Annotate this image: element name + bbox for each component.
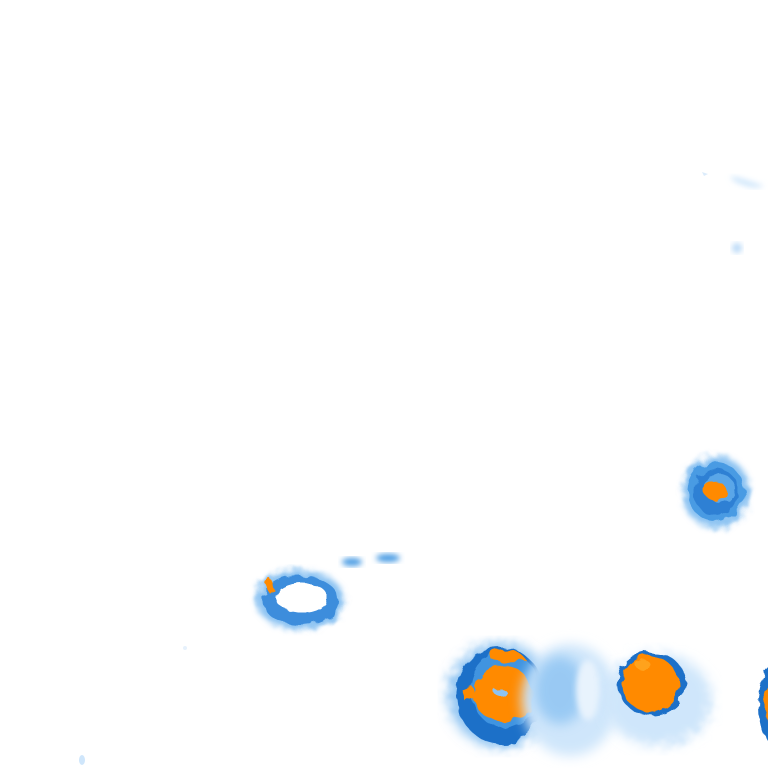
fragments-small [79, 554, 400, 765]
cell-bottom-center-diffuse [522, 644, 618, 756]
cell-bottom-right [604, 652, 712, 746]
cell-bottom-left-large [448, 643, 552, 747]
cell-right-middle [682, 456, 750, 528]
blob-top-right-streak [702, 172, 764, 188]
blob-top-right-dot [732, 243, 742, 253]
cell-left-ring [256, 570, 344, 630]
cell-edge-right [758, 670, 768, 742]
